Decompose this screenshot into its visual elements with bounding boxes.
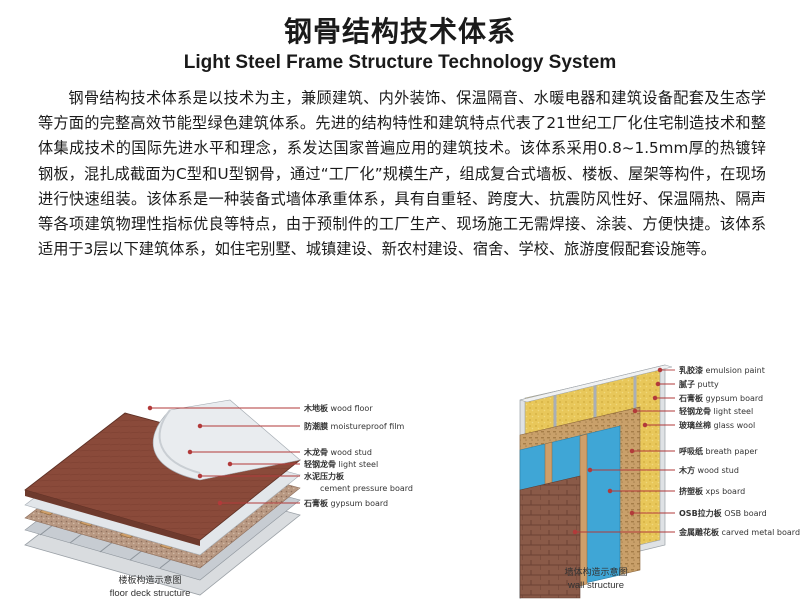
svg-text:OSB拉力板 OSB board: OSB拉力板 OSB board: [679, 508, 767, 518]
wall-label-en: light steel: [714, 407, 754, 416]
floor-label-cn: 木龙骨: [303, 447, 328, 457]
svg-text:轻钢龙骨 light steel: 轻钢龙骨 light steel: [679, 406, 753, 416]
page-subtitle: Light Steel Frame Structure Technology S…: [183, 52, 617, 73]
svg-text:呼吸纸 breath paper: 呼吸纸 breath paper: [679, 446, 758, 456]
floor-label-cn: 石膏板: [303, 498, 329, 508]
floor-label-lines: [147, 405, 300, 506]
svg-text:石膏板 gypsum board: 石膏板 gypsum board: [678, 393, 763, 403]
floor-deck-illustration: [24, 399, 301, 596]
floor-label-cn: 水泥压力板: [303, 471, 345, 481]
wall-label-lines: [572, 367, 675, 535]
wall-label-en: putty: [698, 380, 719, 389]
wall-label-en: glass wool: [714, 421, 756, 430]
structure-diagrams: 木地板 wood floor 防潮膜 moistureproof film 木龙…: [24, 364, 800, 599]
floor-caption-en: floor deck structure: [110, 588, 191, 599]
wall-label-en: xps board: [706, 487, 746, 496]
floor-label-en: light steel: [339, 460, 379, 469]
wall-label-en: wood stud: [698, 466, 739, 475]
svg-text:木龙骨 wood stud: 木龙骨 wood stud: [303, 447, 372, 457]
wall-caption-en: wall structure: [567, 580, 624, 591]
svg-text:石膏板 gypsum board: 石膏板 gypsum board: [303, 498, 388, 508]
svg-text:cement pressure board: cement pressure board: [320, 484, 413, 493]
body-paragraph: 钢骨结构技术体系是以技术为主，兼顾建筑、内外装饰、保温隔音、水暖电器和建筑设备配…: [38, 89, 766, 259]
wall-label-cn: 腻子: [679, 379, 695, 389]
svg-text:金属雕花板 carved metal board: 金属雕花板 carved metal board: [678, 527, 800, 537]
wall-label-en: carved metal board: [722, 528, 800, 537]
svg-text:轻钢龙骨 light steel: 轻钢龙骨 light steel: [304, 459, 378, 469]
svg-text:腻子 putty: 腻子 putty: [679, 379, 719, 389]
wall-label-cn: 乳胶漆: [679, 365, 703, 375]
wall-label-en: gypsum board: [706, 394, 764, 403]
floor-label-en: gypsum board: [331, 499, 389, 508]
svg-text:玻璃丝棉 glass wool: 玻璃丝棉 glass wool: [679, 420, 755, 430]
wall-label-en: OSB board: [724, 509, 767, 518]
wall-label-en: breath paper: [706, 447, 759, 456]
page-title: 钢骨结构技术体系: [283, 15, 516, 48]
svg-text:防潮膜 moistureproof film: 防潮膜 moistureproof film: [304, 421, 404, 431]
floor-label-en: cement pressure board: [320, 484, 413, 493]
wall-label-cn: 呼吸纸: [679, 446, 703, 456]
svg-text:水泥压力板: 水泥压力板: [303, 471, 345, 481]
floor-label-en: wood floor: [331, 404, 374, 413]
wall-label-cn: 玻璃丝棉: [679, 420, 711, 430]
floor-label-cn: 轻钢龙骨: [304, 459, 336, 469]
wall-label-cn: 挤塑板: [679, 486, 704, 496]
floor-label-cn: 防潮膜: [304, 421, 328, 431]
wall-labels: 乳胶漆 emulsion paint 腻子 putty 石膏板 gypsum b…: [678, 365, 800, 537]
wall-label-cn: OSB拉力板: [679, 508, 723, 518]
wall-label-cn: 轻钢龙骨: [679, 406, 711, 416]
floor-label-en: moistureproof film: [331, 422, 405, 431]
wall-label-cn: 木方: [678, 465, 695, 475]
svg-text:木地板 wood floor: 木地板 wood floor: [303, 403, 373, 413]
floor-caption-cn: 楼板构造示意图: [118, 574, 181, 586]
wall-caption-cn: 墙体构造示意图: [564, 566, 627, 578]
svg-text:乳胶漆 emulsion paint: 乳胶漆 emulsion paint: [679, 365, 765, 375]
wall-label-cn: 石膏板: [678, 393, 704, 403]
svg-text:挤塑板 xps board: 挤塑板 xps board: [679, 486, 745, 496]
wall-illustration: [519, 364, 673, 599]
floor-label-cn: 木地板: [303, 403, 329, 413]
floor-labels: 木地板 wood floor 防潮膜 moistureproof film 木龙…: [303, 403, 413, 508]
floor-label-en: wood stud: [331, 448, 372, 457]
wall-label-cn: 金属雕花板: [678, 527, 720, 537]
svg-text:木方 wood stud: 木方 wood stud: [678, 465, 739, 475]
wall-label-en: emulsion paint: [706, 366, 765, 375]
